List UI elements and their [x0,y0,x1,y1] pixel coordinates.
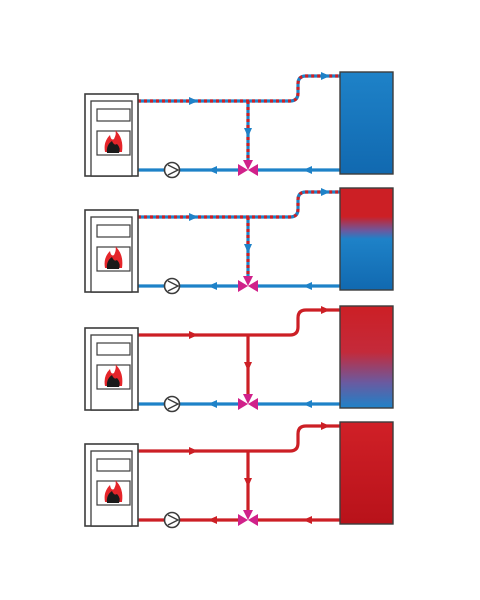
pump-arrow [167,514,180,526]
pump-icon [163,511,181,529]
valve-top [243,276,253,286]
flow-arrow-icon [189,97,198,105]
pump-arrow [167,398,180,410]
valve-top [243,510,253,520]
flow-arrow-icon [321,72,330,80]
flow-arrow-icon [244,362,252,371]
flow-arrow-icon [208,400,217,408]
stage-3 [84,305,394,413]
boiler-icon [84,327,139,411]
three-way-valve-icon [238,510,258,526]
valve-right [248,398,258,410]
supply-pipe-dash [138,190,340,219]
boiler-display [96,108,131,122]
flow-arrow-icon [321,422,330,430]
flame-icon [104,364,123,387]
flow-arrow-icon [208,516,217,524]
valve-left [238,514,248,526]
pump-icon [163,277,181,295]
storage-tank-icon [339,305,394,409]
boiler-icon [84,209,139,293]
boiler-display [96,458,131,472]
flame-inner [106,257,120,269]
flame-inner [106,141,120,153]
flame-icon [104,130,123,153]
boiler-display [96,342,131,356]
flow-arrow-icon [303,282,312,290]
pump-arrow [167,280,180,292]
supply-pipe-dash [138,74,340,103]
supply-pipe [138,190,340,219]
flow-arrow-icon [189,447,198,455]
flow-arrow-icon [244,128,252,137]
stage-2 [84,187,394,295]
flame-inner [106,375,120,387]
flow-arrow-icon [189,331,198,339]
boiler-icon [84,93,139,177]
three-way-valve-icon [238,394,258,410]
valve-right [248,164,258,176]
flow-arrow-icon [303,400,312,408]
valve-left [238,398,248,410]
stage-1 [84,71,394,179]
pump-icon [163,395,181,413]
flow-arrow-icon [321,306,330,314]
boiler-icon [84,443,139,527]
flow-arrow-icon [321,188,330,196]
flow-arrow-icon [244,244,252,253]
flow-arrow-icon [189,213,198,221]
supply-pipe [138,424,340,453]
stage-4 [84,421,394,529]
storage-tank-icon [339,421,394,525]
three-way-valve-icon [238,160,258,176]
storage-tank-icon [339,71,394,175]
supply-pipe [138,308,340,337]
three-way-valve-icon [238,276,258,292]
flow-arrow-icon [244,478,252,487]
flame-inner [106,491,120,503]
valve-right [248,280,258,292]
valve-top [243,160,253,170]
pump-arrow [167,164,180,176]
storage-tank-icon [339,187,394,291]
flow-arrow-icon [303,516,312,524]
valve-left [238,280,248,292]
flow-arrow-icon [208,282,217,290]
flame-icon [104,480,123,503]
pump-icon [163,161,181,179]
flow-arrow-icon [303,166,312,174]
valve-top [243,394,253,404]
boiler-display [96,224,131,238]
supply-pipe [138,74,340,103]
valve-left [238,164,248,176]
flow-arrow-icon [208,166,217,174]
flame-icon [104,246,123,269]
valve-right [248,514,258,526]
